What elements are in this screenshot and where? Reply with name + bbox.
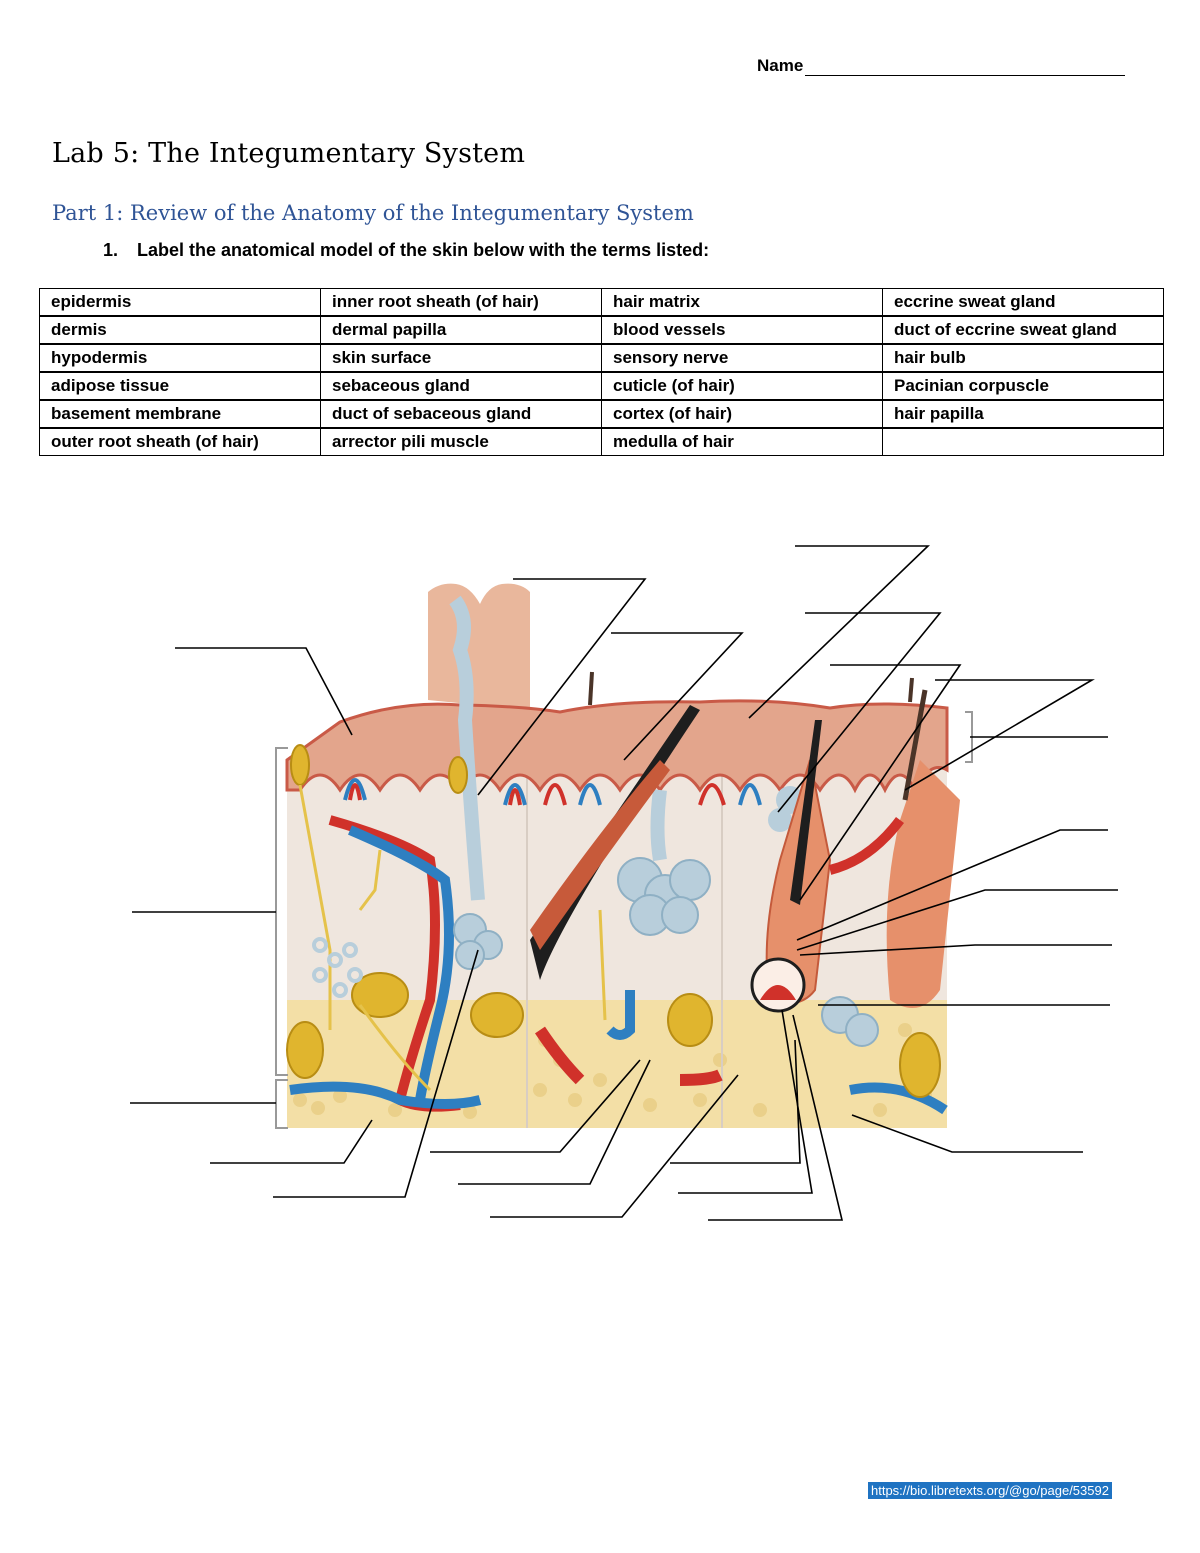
- arrector-pili-muscle: [828, 816, 904, 875]
- term-cell: duct of eccrine sweat gland: [882, 315, 1164, 345]
- epidermis-layer: [285, 699, 949, 794]
- term-cell: dermis: [39, 315, 321, 345]
- term-cell: epidermis: [39, 288, 321, 317]
- table-row: epidermis inner root sheath (of hair) ha…: [39, 288, 1164, 317]
- term-cell: cortex (of hair): [601, 399, 883, 429]
- term-cell: Pacinian corpuscle: [882, 371, 1164, 401]
- vein-deep: [289, 1081, 482, 1109]
- papilla-capillaries: [343, 778, 762, 806]
- instruction-text: Label the anatomical model of the skin b…: [137, 240, 710, 260]
- term-cell: skin surface: [320, 343, 602, 373]
- artery-deep: [535, 1026, 585, 1085]
- skin-block-raised: [428, 583, 530, 710]
- table-row: adipose tissue sebaceous gland cuticle (…: [39, 371, 1164, 401]
- term-cell: duct of sebaceous gland: [320, 399, 602, 429]
- hair-follicle-diagonal: [530, 760, 670, 950]
- table-row: dermis dermal papilla blood vessels duct…: [39, 315, 1164, 345]
- term-cell: [882, 427, 1164, 456]
- hair-stub: [902, 689, 928, 801]
- name-field: Name: [757, 56, 1126, 76]
- source-link[interactable]: https://bio.libretexts.org/@go/page/5359…: [868, 1482, 1112, 1499]
- table-row: outer root sheath (of hair) arrector pil…: [39, 427, 1164, 456]
- hair-papilla: [760, 985, 796, 1000]
- vein: [348, 825, 454, 1101]
- sensory-nerves: [298, 784, 607, 1092]
- instruction: 1. Label the anatomical model of the skin…: [103, 240, 709, 261]
- hair-follicle-angled: [886, 760, 960, 1008]
- part-heading: Part 1: Review of the Anatomy of the Int…: [52, 201, 694, 225]
- term-cell: sebaceous gland: [320, 371, 602, 401]
- instruction-number: 1.: [103, 240, 119, 260]
- vein-deep: [849, 1082, 948, 1115]
- term-cell: hair papilla: [882, 399, 1164, 429]
- label-leader-lines: [130, 545, 1118, 1221]
- page-title: Lab 5: The Integumentary System: [52, 138, 526, 169]
- term-cell: outer root sheath (of hair): [39, 427, 321, 456]
- vein-deep: [606, 990, 635, 1040]
- name-blank-line[interactable]: [805, 57, 1126, 76]
- hair-stub: [908, 677, 914, 703]
- term-cell: hair bulb: [882, 343, 1164, 373]
- tactile-circles: [312, 937, 363, 998]
- sweat-duct: [650, 789, 667, 862]
- sweat-gland-coils: [449, 595, 879, 1047]
- artery-deep: [679, 1069, 723, 1086]
- term-cell: dermal papilla: [320, 315, 602, 345]
- name-label: Name: [757, 56, 804, 75]
- term-cell: medulla of hair: [601, 427, 883, 456]
- terms-table: epidermis inner root sheath (of hair) ha…: [39, 288, 1164, 456]
- hair-shaft-vertical: [790, 720, 822, 905]
- term-cell: hair matrix: [601, 288, 883, 317]
- adipose-cells: [293, 1023, 932, 1119]
- hair-stub: [588, 671, 594, 706]
- pacinian-corpuscles: [286, 744, 941, 1098]
- table-row: basement membrane duct of sebaceous glan…: [39, 399, 1164, 429]
